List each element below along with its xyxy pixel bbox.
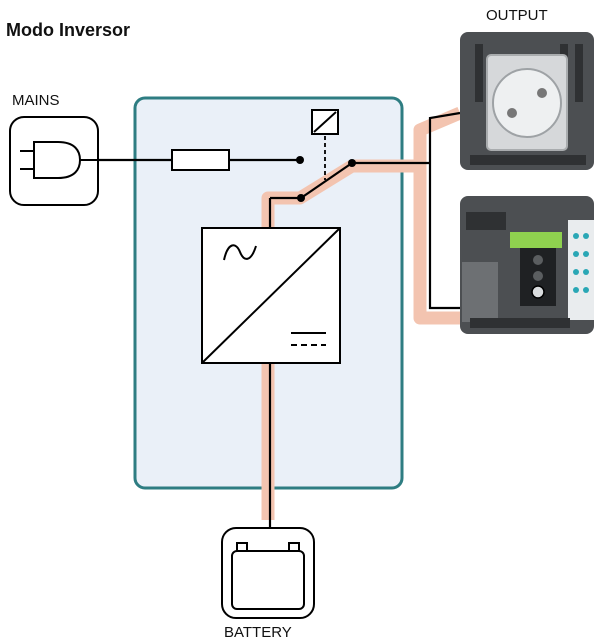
switch-pivot: [348, 159, 356, 167]
terminal-block-photo: [460, 196, 594, 334]
relay-icon: [311, 109, 339, 180]
fuse-icon: [171, 149, 230, 171]
battery-label: BATTERY: [224, 624, 292, 641]
page-title: Modo Inversor: [6, 20, 131, 40]
mains-label: MAINS: [12, 92, 60, 109]
plug-icon: [9, 116, 99, 206]
switch-contact-bottom: [297, 194, 305, 202]
switch-contact-top: [296, 156, 304, 164]
battery-icon: [221, 527, 315, 619]
output-label: OUTPUT: [486, 7, 548, 24]
inverter-icon: [201, 227, 341, 364]
socket-photo: [460, 32, 594, 170]
